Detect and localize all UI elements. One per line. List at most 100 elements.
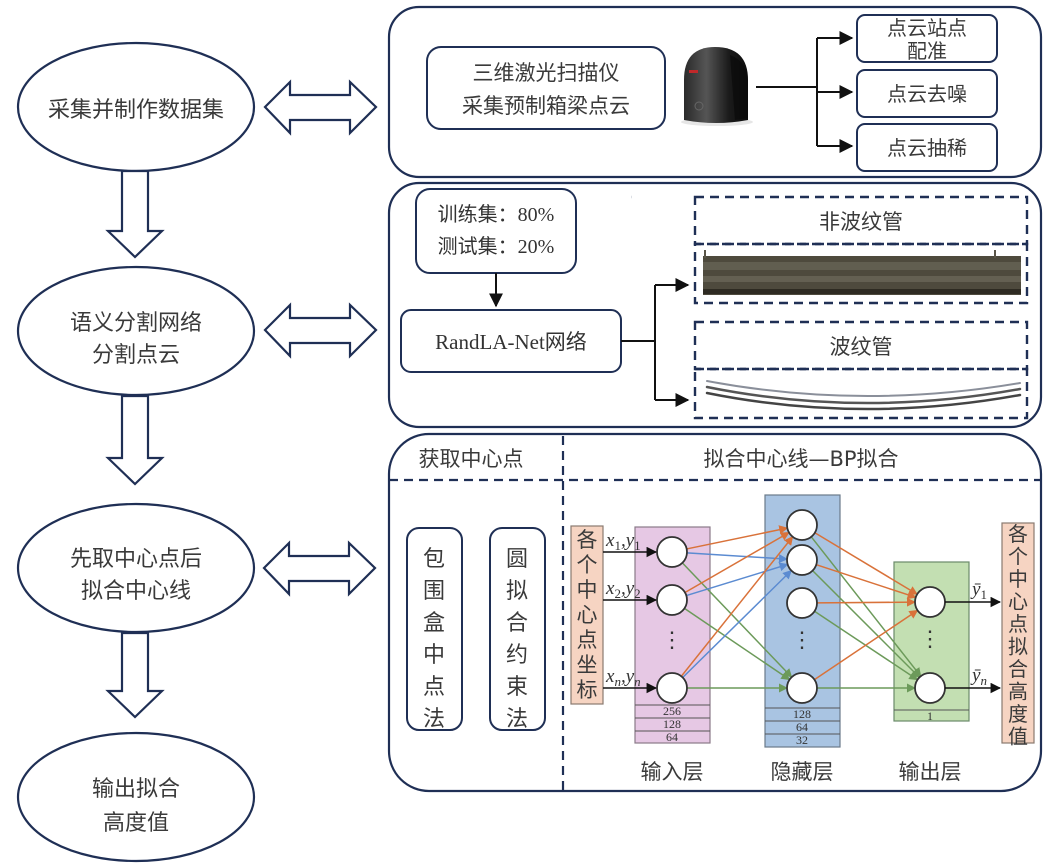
network-edge: [686, 552, 788, 564]
network-edge: [816, 563, 917, 600]
method-char: 包: [423, 547, 445, 572]
flow-step-label: 输出拟合: [92, 777, 180, 802]
network-edge: [814, 532, 918, 595]
neuron-node: [656, 536, 688, 568]
get-center-header: 获取中心点: [419, 447, 524, 471]
input-variable-label: x1,y1: [605, 530, 641, 553]
non-corrugated-point-cloud-image: [703, 250, 1021, 295]
layer-size-label: 64: [666, 730, 678, 744]
ellipsis-dots: ⋮: [919, 626, 941, 651]
method-char: 盒: [423, 611, 445, 636]
train-split-label: 训练集：80%: [438, 203, 555, 226]
bp-fitting-header: 拟合中心线—BP拟合: [703, 447, 898, 471]
output-label-char: 拟: [1008, 635, 1028, 659]
output-label-char: 点: [1008, 612, 1028, 636]
bidirectional-arrow-icon: [263, 79, 378, 136]
network-labels: ⋮⋮⋮x1,y1x2,y2xn,ynȳ1ȳn2561286412864321输入…: [603, 530, 1002, 784]
network-edge: [812, 570, 921, 679]
neuron-node: [656, 584, 688, 616]
output-label-char: 值: [1008, 725, 1028, 749]
down-arrow-icon: [105, 631, 165, 719]
input-variable-label: x2,y2: [605, 578, 641, 601]
network-edges: [680, 525, 922, 693]
scanner-box-label: 采集预制箱梁点云: [462, 94, 630, 118]
output-label-char: 中: [1008, 567, 1028, 591]
ellipsis-dots: ⋮: [791, 627, 813, 652]
flow-step-label: 分割点云: [92, 343, 180, 368]
neuron-node: [914, 586, 946, 618]
neuron-node: [656, 672, 688, 704]
corrugated-title: 波纹管: [830, 335, 893, 359]
scanner-box-label: 三维激光扫描仪: [473, 61, 620, 85]
output-variable-label: ȳn: [970, 665, 987, 688]
randla-net-label: RandLA-Net网络: [435, 330, 587, 354]
method-char: 法: [423, 707, 445, 732]
flow-step-output: 输出拟合 高度值: [16, 731, 256, 863]
neuron-node: [786, 587, 818, 619]
flow-step-collect: 采集并制作数据集: [16, 41, 256, 173]
network-edge: [684, 531, 790, 594]
layer-size-label: 128: [663, 717, 681, 731]
output-label-char: 度: [1008, 702, 1028, 726]
test-split-label: 测试集：20%: [438, 235, 555, 258]
flow-step-label: 采集并制作数据集: [48, 98, 224, 123]
output-registration-label: 点云站点: [887, 16, 967, 40]
neuron-node: [786, 509, 818, 541]
layer-name-label: 输出层: [899, 760, 962, 784]
network-edge: [814, 609, 919, 681]
neuron-node: [786, 544, 818, 576]
layer-name-label: 输入层: [641, 760, 704, 784]
network-edge: [682, 569, 792, 679]
method-char: 圆: [506, 547, 528, 572]
input-label-char: 坐: [577, 653, 598, 677]
input-label-char: 中: [577, 578, 598, 602]
method-char: 束: [506, 675, 528, 700]
method-char: 法: [506, 707, 528, 732]
output-denoise-label: 点云去噪: [887, 82, 967, 106]
laser-scanner-image: [681, 47, 753, 126]
layer-size-label: 128: [793, 707, 811, 721]
output-label-char: 各: [1008, 522, 1028, 546]
input-label-char: 标: [577, 678, 598, 702]
method-char: 合: [506, 611, 528, 636]
method-char: 围: [423, 579, 445, 604]
flow-step-label: 高度值: [103, 811, 169, 836]
network-edge: [686, 525, 789, 550]
non-corrugated-title: 非波纹管: [819, 210, 903, 234]
input-label-char: 各: [577, 528, 598, 552]
input-label-char: 心: [577, 603, 598, 627]
network-edge: [816, 597, 916, 607]
ellipsis-dots: ⋮: [661, 627, 683, 652]
method-char: 约: [506, 643, 528, 668]
output-label-char: 心: [1008, 590, 1028, 614]
panel-data-collection: 三维激光扫描仪 采集预制箱梁点云 点云站点 配准 点云去噪 点云抽稀: [387, 5, 1043, 179]
flow-step-label: 拟合中心线: [81, 579, 191, 604]
layer-size-label: 32: [796, 733, 808, 747]
input-label-char: 点: [577, 628, 598, 652]
down-arrow-icon: [105, 169, 165, 259]
method-char: 中: [423, 643, 445, 668]
flow-step-label: 先取中心点后: [70, 547, 202, 572]
output-registration-label: 配准: [907, 39, 947, 63]
neuron-node: [914, 672, 946, 704]
output-label-char: 合: [1008, 657, 1028, 681]
bidirectional-arrow-icon: [263, 302, 378, 359]
output-label-char: 个: [1008, 545, 1028, 569]
layer-size-label: 256: [663, 704, 681, 718]
layer-name-label: 隐藏层: [771, 760, 834, 784]
bidirectional-arrow-icon: [262, 540, 377, 597]
down-arrow-icon: [105, 394, 165, 486]
output-thinning-label: 点云抽稀: [887, 136, 967, 160]
layer-size-label: 1: [927, 709, 933, 723]
flow-step-centerline: 先取中心点后 拟合中心线: [16, 502, 256, 634]
network-edge: [684, 607, 791, 681]
layer-size-label: 64: [796, 720, 808, 734]
neuron-node: [786, 672, 818, 704]
input-variable-label: xn,yn: [605, 666, 641, 689]
